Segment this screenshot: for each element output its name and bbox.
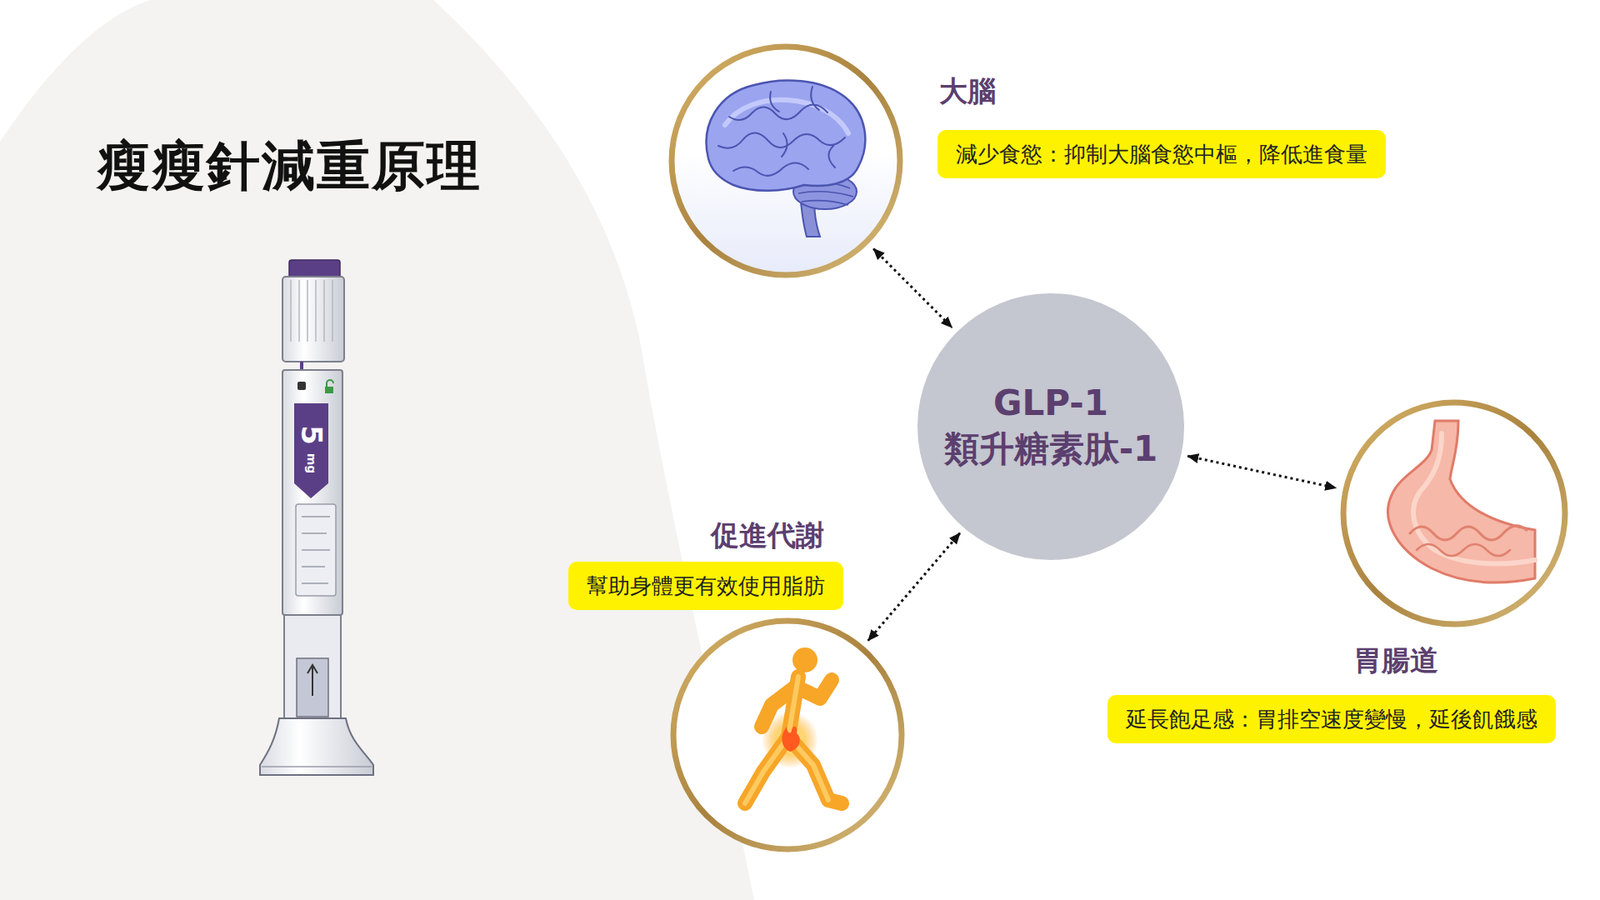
- dotted-connector: [1187, 455, 1336, 488]
- grey-disc: [917, 293, 1185, 560]
- gold-ring: [673, 620, 902, 850]
- organ-circle: 胃腸道: [1340, 399, 1569, 628]
- stomach-illustration: [1388, 420, 1535, 583]
- hormone-subtitle: 類升糖素肽-1: [944, 426, 1159, 473]
- ring-outline: [1340, 399, 1569, 628]
- brain-illustration: [706, 80, 866, 237]
- organ-heading: 大腦: [939, 72, 996, 111]
- stomach-disk: [1342, 401, 1566, 625]
- organ-heading: 胃腸道: [1353, 641, 1439, 680]
- runner-disk: [672, 620, 903, 850]
- note-text: 減少食慾：抑制大腦食慾中樞，降低進食量: [955, 139, 1368, 170]
- highlight-note: 延長飽足感：胃排空速度變慢，延後飢餓感: [1107, 695, 1556, 744]
- runner-illustration: [745, 647, 842, 804]
- hormone-circle: GLP-1類升糖素肽-1: [917, 293, 1185, 560]
- organ-heading: 促進代謝: [710, 516, 825, 555]
- ring-outline: [670, 617, 905, 853]
- organ-circle: 大腦: [668, 43, 904, 279]
- highlight-note: 減少食慾：抑制大腦食慾中樞，降低進食量: [937, 130, 1386, 179]
- hormone-name: GLP-1: [993, 380, 1109, 427]
- ring-outline: [668, 43, 904, 279]
- highlight-note: 幫助身體更有效使用脂肪: [568, 561, 844, 610]
- background-blob: [0, 0, 755, 900]
- injection-pen: [260, 260, 374, 775]
- dose-label: mg: [305, 453, 318, 475]
- gold-ring: [671, 46, 900, 275]
- organ-circle: 促進代謝: [670, 617, 905, 853]
- dotted-connector: [873, 249, 952, 328]
- gold-ring: [1343, 402, 1565, 625]
- dotted-connector: [868, 533, 960, 641]
- note-text: 延長飽足感：胃排空速度變慢，延後飢餓感: [1125, 704, 1538, 735]
- note-text: 幫助身體更有效使用脂肪: [586, 570, 825, 601]
- dose-label: 5: [297, 425, 326, 445]
- page-title: 瘦瘦針減重原理: [96, 130, 482, 203]
- disc-shape: [917, 293, 1185, 560]
- brain-disk: [670, 45, 901, 276]
